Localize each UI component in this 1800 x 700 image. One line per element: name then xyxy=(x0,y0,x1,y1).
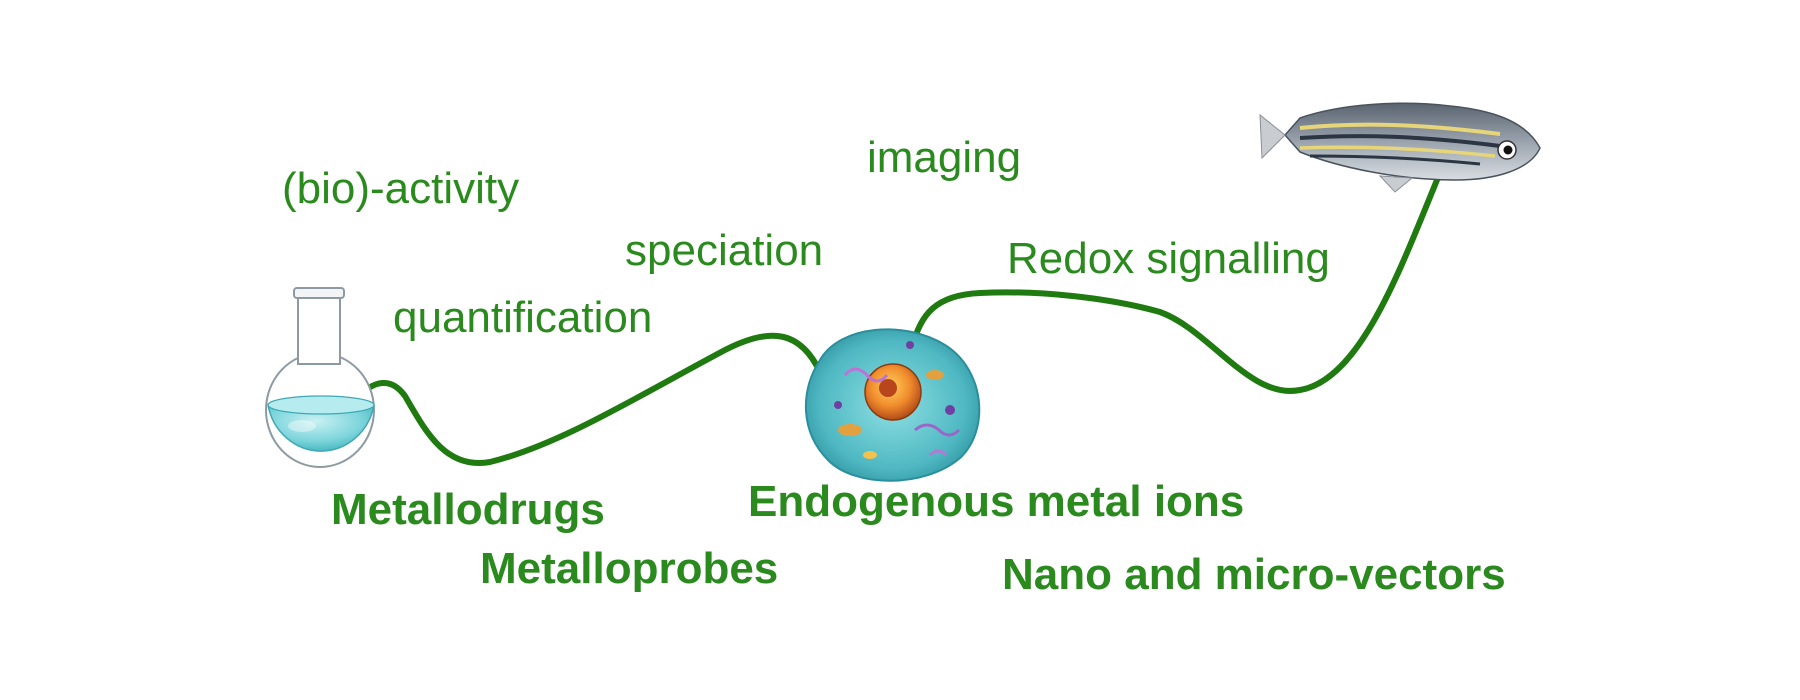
label-bioactivity: (bio)-activity xyxy=(282,164,520,213)
label-quantification: quantification xyxy=(393,293,653,342)
cell-icon xyxy=(804,328,981,482)
label-imaging: imaging xyxy=(867,133,1022,182)
label-endogenous-metal-ions: Endogenous metal ions xyxy=(748,477,1245,526)
path-line-right xyxy=(909,177,1440,394)
label-metallodrugs: Metallodrugs xyxy=(331,485,605,534)
label-speciation: speciation xyxy=(625,226,824,275)
flask-icon xyxy=(265,287,375,468)
label-nano-micro-vectors: Nano and micro-vectors xyxy=(1002,550,1506,599)
zebrafish-icon xyxy=(1259,102,1541,193)
label-redox-signalling: Redox signalling xyxy=(1007,234,1330,283)
path-line-left xyxy=(352,332,823,467)
label-metalloprobes: Metalloprobes xyxy=(480,544,779,593)
